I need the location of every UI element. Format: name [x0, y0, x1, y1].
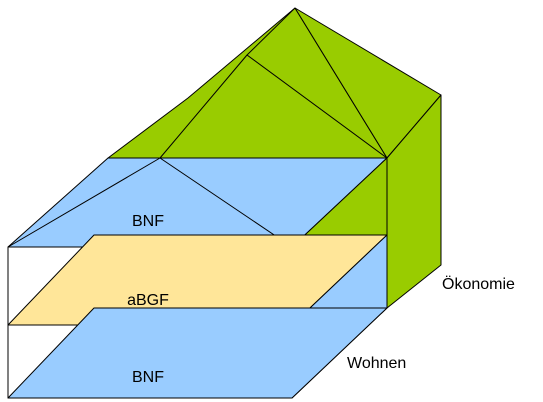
wohnen-label: Wohnen — [347, 355, 406, 372]
oekonomie-volume — [107, 7, 442, 309]
green-ridge-line — [246, 7, 296, 56]
upper-bnf-label: BNF — [132, 213, 164, 230]
oekonomie-label: Ökonomie — [442, 275, 515, 293]
lower-bnf-label: BNF — [132, 369, 164, 386]
upper-bnf-roofline — [7, 157, 293, 248]
abgf-label: aBGF — [127, 292, 169, 309]
wohnen-volume — [7, 234, 388, 399]
